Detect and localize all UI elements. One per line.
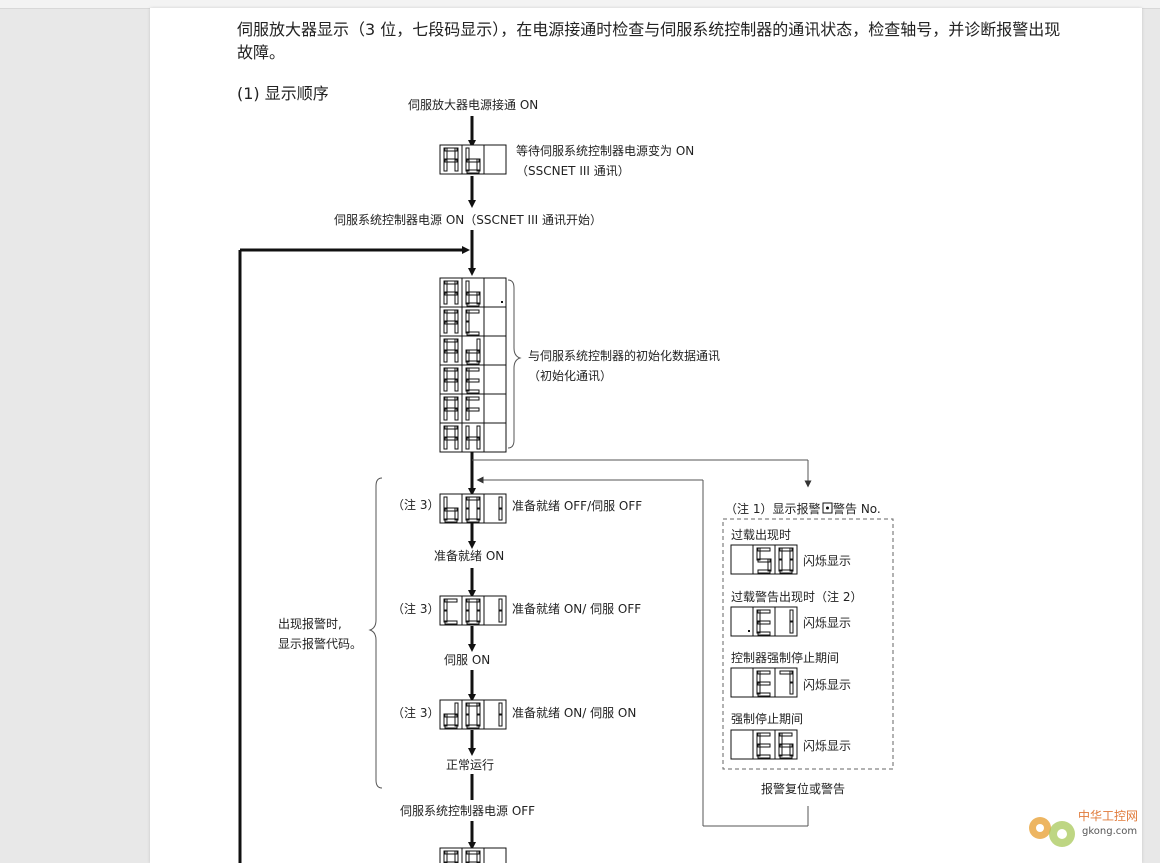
display-ad-digit-1 bbox=[443, 338, 459, 363]
display-aa bbox=[439, 847, 507, 863]
forced-stop-ctrl-label: 控制器强制停止期间 bbox=[731, 650, 839, 665]
b01-desc: 准备就绪 OFF/伺服 OFF bbox=[512, 499, 642, 513]
normal-operation-label: 正常运行 bbox=[446, 758, 494, 772]
display-ab-init-digit-1 bbox=[443, 280, 459, 305]
flash-label-1: 闪烁显示 bbox=[803, 554, 851, 568]
flash-label-4: 闪烁显示 bbox=[803, 739, 851, 753]
display-ad-digit-2 bbox=[465, 338, 481, 365]
display-ab-wait-digit-2 bbox=[465, 147, 481, 174]
display-e1-digit-3 bbox=[789, 609, 794, 634]
ready-on-label: 准备就绪 ON bbox=[434, 549, 504, 563]
display-d01-digit-2 bbox=[465, 702, 481, 729]
note3-b01: （注 3） bbox=[392, 497, 439, 512]
display-b01 bbox=[439, 493, 507, 524]
document-page: 伺服放大器显示（3 位，七段码显示），在电源接通时检查与伺服系统控制器的通讯状态… bbox=[150, 8, 1142, 863]
c01-desc: 准备就绪 ON/ 伺服 OFF bbox=[512, 602, 641, 616]
section-title: (1) 显示顺序 bbox=[237, 84, 329, 103]
display-c01-digit-1 bbox=[443, 598, 458, 625]
display-e7-digit-2 bbox=[756, 670, 771, 697]
dot-box-dot bbox=[826, 506, 829, 510]
display-e1-digit-2 bbox=[756, 609, 771, 636]
display-e7 bbox=[730, 667, 798, 698]
display-c01-digit-3 bbox=[498, 598, 503, 623]
display-af-digit-1 bbox=[443, 396, 459, 421]
display-e1 bbox=[730, 606, 798, 637]
display-ab-init-digit-2 bbox=[465, 280, 481, 307]
display-c01 bbox=[439, 595, 507, 626]
display-d01-digit-1 bbox=[443, 702, 459, 729]
note3-c01: （注 3） bbox=[392, 601, 439, 616]
init-brace bbox=[507, 279, 522, 449]
controller-on-label: 伺服系统控制器电源 ON（SSCNET III 通讯开始） bbox=[334, 213, 602, 227]
ab-desc-line2: （SSCNET III 通讯） bbox=[516, 164, 630, 178]
alarm-reset-label: 报警复位或警告 bbox=[761, 781, 845, 796]
display-ac bbox=[439, 306, 507, 337]
display-e6 bbox=[730, 729, 798, 760]
display-ah-digit-2 bbox=[465, 425, 481, 450]
display-e6-digit-3 bbox=[778, 732, 794, 759]
overload-warn-label: 过载警告出现时（注 2） bbox=[731, 589, 862, 604]
gear-icon bbox=[1029, 817, 1075, 847]
dot-box-icon bbox=[822, 502, 833, 514]
display-ad bbox=[439, 335, 507, 366]
gkong-watermark: 中华工控网 gkong.com bbox=[1029, 808, 1138, 847]
note1-label: （注 1）显示报警 bbox=[725, 501, 820, 516]
display-ac-digit-2 bbox=[465, 309, 480, 336]
display-ae-digit-1 bbox=[443, 367, 459, 392]
display-50-digit-3 bbox=[778, 547, 794, 574]
display-d01-digit-3 bbox=[498, 702, 503, 727]
power-on-label: 伺服放大器电源接通 ON bbox=[408, 97, 538, 112]
display-c01-digit-2 bbox=[465, 598, 481, 625]
display-af bbox=[439, 393, 507, 424]
display-ae bbox=[439, 364, 507, 395]
forced-stop-label: 强制停止期间 bbox=[731, 711, 803, 726]
display-ah-digit-1 bbox=[443, 425, 459, 450]
overload-label: 过载出现时 bbox=[731, 528, 791, 542]
alarm-brace-line2: 显示报警代码。 bbox=[278, 636, 362, 651]
ab-desc-line1: 等待伺服系统控制器电源变为 ON bbox=[516, 143, 694, 158]
note1-label-b: 警告 No. bbox=[833, 501, 881, 516]
display-af-digit-2 bbox=[465, 396, 480, 421]
watermark-brand: 中华工控网 bbox=[1078, 808, 1138, 823]
note3-d01: （注 3） bbox=[392, 705, 439, 720]
display-50-digit-2 bbox=[756, 547, 772, 574]
display-b01-digit-1 bbox=[443, 496, 459, 523]
flash-label-2: 闪烁显示 bbox=[803, 616, 851, 630]
watermark-domain: gkong.com bbox=[1082, 826, 1137, 837]
display-d01 bbox=[439, 699, 507, 730]
display-e7-digit-3 bbox=[779, 670, 794, 695]
display-ab-init-digit-3 bbox=[501, 301, 503, 303]
display-ac-digit-1 bbox=[443, 309, 459, 334]
display-e6-digit-2 bbox=[756, 732, 771, 759]
alarm-brace bbox=[368, 477, 383, 789]
display-e1-digit-1 bbox=[748, 630, 750, 632]
d01-desc: 准备就绪 ON/ 伺服 ON bbox=[512, 706, 636, 720]
init-desc-line2: （初始化通讯） bbox=[528, 369, 612, 383]
display-aa-digit-2 bbox=[465, 850, 481, 863]
display-ab-wait bbox=[439, 144, 507, 175]
alarm-branch-line bbox=[472, 459, 812, 827]
flash-label-3: 闪烁显示 bbox=[803, 678, 851, 692]
display-ab-wait-digit-1 bbox=[443, 147, 459, 172]
display-b01-digit-3 bbox=[498, 496, 503, 521]
display-aa-digit-1 bbox=[443, 850, 459, 863]
intro-paragraph: 伺服放大器显示（3 位，七段码显示），在电源接通时检查与伺服系统控制器的通讯状态… bbox=[237, 20, 1061, 62]
display-sequence-flowchart: 伺服放大器电源接通 ON 等待伺服系统控制器电源变为 ON （SSCNET II… bbox=[238, 97, 894, 863]
controller-off-label: 伺服系统控制器电源 OFF bbox=[400, 804, 535, 818]
init-desc-line1: 与伺服系统控制器的初始化数据通讯 bbox=[528, 348, 720, 363]
display-ae-digit-2 bbox=[465, 367, 480, 394]
display-ab-init bbox=[439, 277, 507, 308]
servo-on-label: 伺服 ON bbox=[444, 653, 490, 667]
alarm-note-box bbox=[722, 518, 894, 770]
display-50 bbox=[730, 544, 798, 575]
loop-back-line bbox=[238, 246, 470, 863]
alarm-brace-line1: 出现报警时, bbox=[278, 616, 342, 631]
display-ah bbox=[439, 422, 507, 453]
display-b01-digit-2 bbox=[465, 496, 481, 523]
